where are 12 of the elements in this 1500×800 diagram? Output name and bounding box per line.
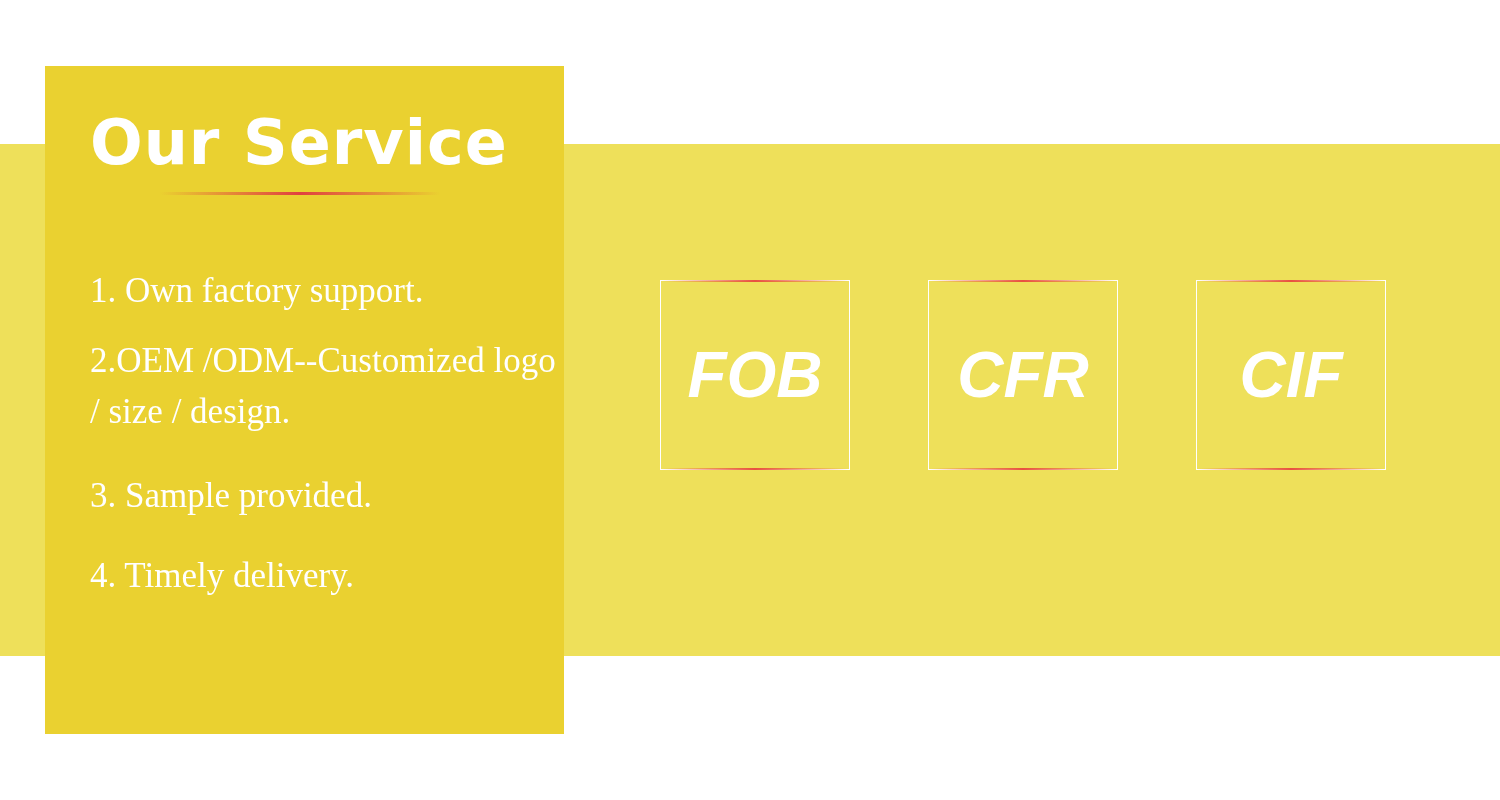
trade-term-box bbox=[928, 280, 1118, 470]
trade-term-box bbox=[660, 280, 850, 470]
title: Our Service bbox=[90, 106, 508, 179]
trade-term-box bbox=[1196, 280, 1386, 470]
service-item: 1. Own factory support. bbox=[90, 270, 425, 312]
trade-term: CIF bbox=[1239, 338, 1343, 412]
trade-term: CFR bbox=[957, 338, 1089, 412]
service-item: 4. Timely delivery. bbox=[90, 555, 356, 597]
service-item: 3. Sample provided. bbox=[90, 475, 373, 517]
trade-term: FOB bbox=[687, 338, 823, 412]
service-panel bbox=[45, 66, 564, 734]
service-item: 2.OEM /ODM--Customized logo / size / design. bbox=[90, 340, 557, 433]
